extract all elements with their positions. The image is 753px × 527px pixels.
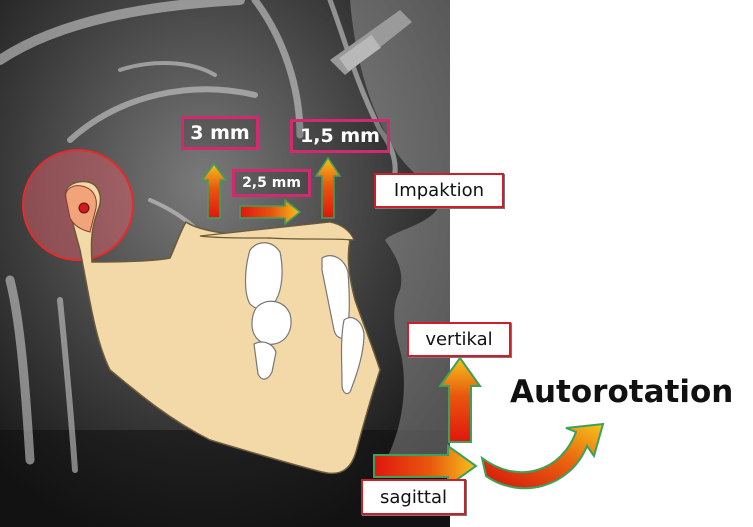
label-1-5mm: 1,5 mm — [290, 119, 390, 153]
label-3mm: 3 mm — [181, 116, 259, 150]
arrow-up-posterior — [200, 162, 228, 219]
arrow-right-middle — [239, 198, 302, 226]
label-impaktion: Impaktion — [374, 173, 504, 208]
arrow-up-anterior — [314, 156, 342, 219]
arrow-sagittal — [373, 444, 478, 488]
label-sagittal: sagittal — [361, 479, 466, 515]
arrow-vertical — [438, 356, 482, 443]
label-autorotation: Autorotation — [510, 374, 734, 410]
tooth-icon — [340, 317, 365, 395]
tooth-icon — [244, 242, 283, 310]
tooth-icon — [251, 300, 292, 345]
label-2-5mm: 2,5 mm — [232, 169, 311, 197]
tooth-icon — [253, 341, 277, 380]
condyle-pivot-icon — [78, 202, 90, 214]
arrow-autorotation — [480, 422, 605, 490]
jaw-mandible-icon — [64, 180, 381, 475]
label-vertikal: vertikal — [407, 322, 511, 357]
